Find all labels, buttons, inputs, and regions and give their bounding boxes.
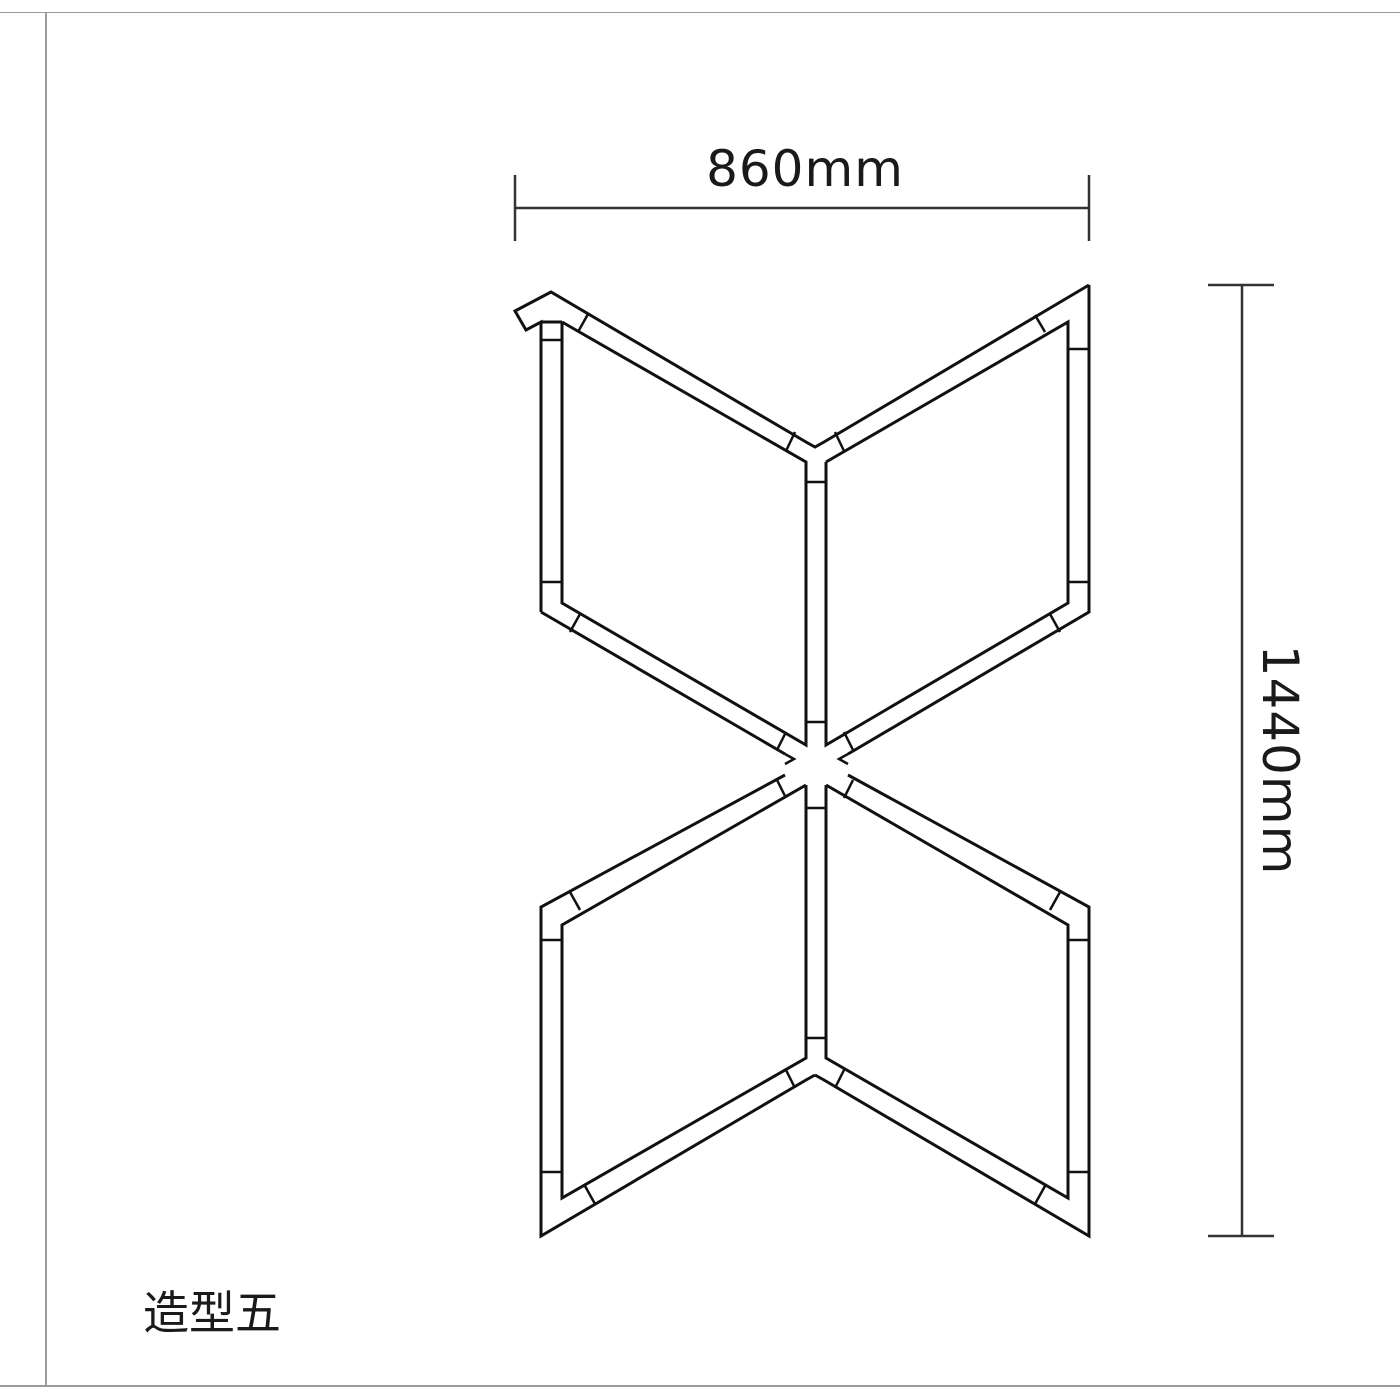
diagram-caption: 造型五 [143,1286,281,1340]
width-dimension-line [513,175,1091,241]
frame-top-border [0,12,1400,13]
top-left-panel [512,283,1090,756]
bottom-left-panel [539,773,816,1239]
width-dimension-label: 860mm [706,140,904,198]
top-right-panel [824,285,1091,756]
frame-bottom-border [0,1385,1400,1387]
frame-left-border [45,12,47,1386]
height-dimension-line [1208,283,1274,1238]
bottom-right-panel [814,773,1091,1239]
joint-ticks [541,313,1089,1205]
height-dimension-label: 1440mm [1251,644,1309,876]
